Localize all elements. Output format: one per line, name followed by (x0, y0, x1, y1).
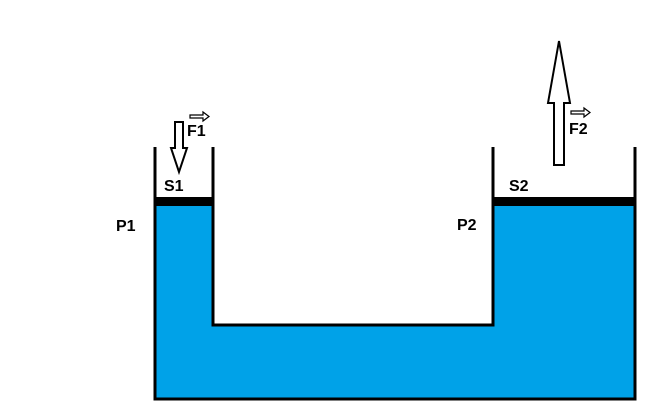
vector-arrow-icon (570, 106, 591, 119)
piston-right (493, 197, 635, 206)
vector-arrow-icon (189, 110, 210, 123)
label-p2: P2 (457, 217, 477, 234)
vessel-inner-outline (211, 147, 495, 327)
label-f1: F1 (187, 123, 206, 140)
piston-left (155, 197, 213, 206)
fluid (155, 205, 635, 399)
arrow-down-icon (169, 121, 189, 176)
label-p1: P1 (116, 218, 136, 235)
arrow-up-icon (546, 40, 572, 166)
vessel-outline (153, 147, 637, 401)
label-s1: S1 (164, 178, 184, 195)
label-f2: F2 (569, 121, 588, 138)
label-s2: S2 (509, 178, 529, 195)
